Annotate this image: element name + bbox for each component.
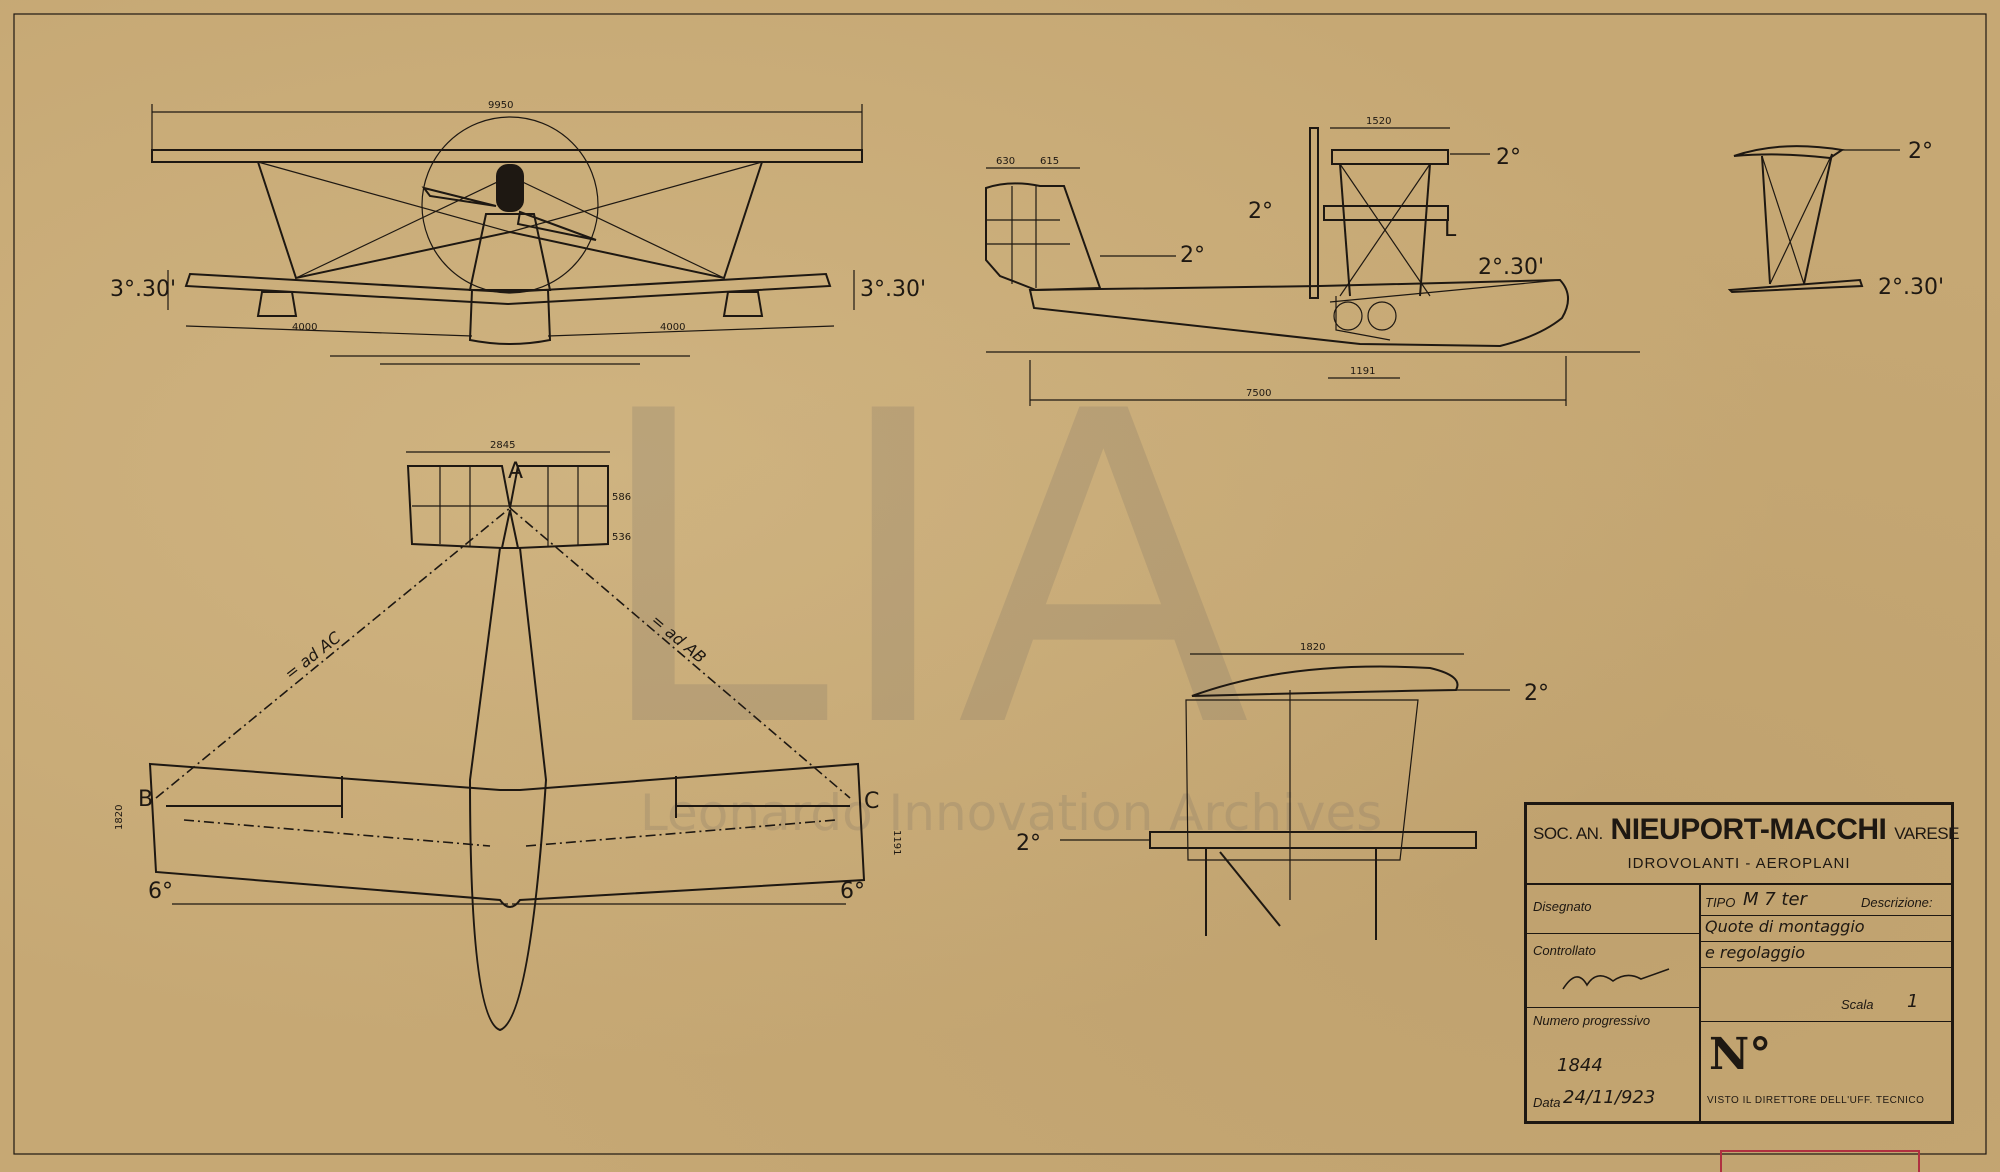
- approval-footer: VISTO IL DIRETTORE DELL'UFF. TECNICO: [1707, 1095, 1925, 1106]
- angle-wing-top: 2°: [1496, 145, 1521, 170]
- angle-tail: 2°: [1180, 243, 1205, 268]
- tailplane: [406, 465, 609, 550]
- label-scale: Scala: [1841, 997, 1874, 1012]
- angle-hull: 2°.30': [1478, 255, 1544, 280]
- title-block-header: SOC. AN. NIEUPORT-MACCHI VARESE IDROVOLA…: [1527, 805, 1959, 885]
- company-city: VARESE: [1894, 824, 1959, 843]
- point-a: A: [508, 459, 523, 484]
- section-view: 1820 2° 2°: [1016, 642, 1549, 940]
- float-right-dimension: 4000: [660, 322, 685, 333]
- engine: [496, 164, 524, 212]
- point-c: C: [864, 789, 879, 814]
- section-wing-profile: [1191, 665, 1459, 697]
- description-line-2: e regolaggio: [1705, 943, 1806, 962]
- section-chord-dimension: 1820: [1300, 642, 1325, 653]
- side-view: 1520 630 615 7500 1191 2° 2° 2° 2°.30' L: [985, 116, 1640, 406]
- number-value: 1844: [1557, 1055, 1603, 1076]
- sheet-border: [13, 13, 1987, 1155]
- label-description: Descrizione:: [1861, 895, 1933, 910]
- propeller-disc: [421, 116, 599, 294]
- float-right: [722, 291, 764, 317]
- watermark-tagline: Leonardo Innovation Archives: [640, 784, 1382, 842]
- engine-mount: [468, 213, 552, 291]
- tail-span-dimension: 2845: [490, 440, 515, 451]
- front-view: 9950 4000 4000 3°.30' 3°.30': [110, 100, 926, 365]
- label-date: Data: [1533, 1095, 1561, 1110]
- dihedral-left: 3°.30': [110, 277, 176, 302]
- tail-dimension-b-plan: 536: [612, 532, 631, 543]
- step-dimension: 1191: [1350, 366, 1375, 377]
- strut-upper-wing: [1733, 145, 1845, 160]
- label-number: Numero progressivo: [1533, 1013, 1651, 1028]
- title-block-left: Disegnato Controllato Numero progressivo…: [1527, 883, 1701, 1121]
- label-type: TIPO: [1705, 895, 1736, 910]
- plan-angle-left: 6°: [148, 879, 173, 904]
- diagonal-ab: [509, 507, 851, 799]
- section-angle-left: 2°: [1016, 831, 1041, 856]
- strut-lower-wing: [1727, 278, 1864, 294]
- scale-value: 1: [1907, 991, 1919, 1012]
- station-label: L: [1444, 217, 1457, 242]
- float-left: [256, 291, 298, 317]
- diagonal-ac-label: = ad AC: [281, 627, 345, 683]
- diagonal-ac: [155, 507, 511, 799]
- watermark: LIA Leonardo Innovation Archives: [590, 322, 1382, 842]
- dihedral-right: 3°.30': [860, 277, 926, 302]
- company-subtitle: IDROVOLANTI - AEROPLANI: [1627, 855, 1851, 872]
- point-b: B: [138, 787, 153, 812]
- span-dimension: 9950: [488, 100, 513, 111]
- plan-angle-right: 6°: [840, 879, 865, 904]
- company-name: NIEUPORT-MACCHI: [1610, 813, 1887, 846]
- title-block: SOC. AN. NIEUPORT-MACCHI VARESE IDROVOLA…: [1524, 802, 1959, 1124]
- watermark-logo: LIA: [590, 322, 1252, 822]
- plan-view: 2845 586 536 A = ad AC = ad AB B C 1820 …: [114, 440, 902, 1032]
- hull-front: [468, 289, 552, 345]
- number-mark: N°: [1709, 1029, 1772, 1080]
- strut-view: 2° 2°.30': [1727, 139, 1944, 300]
- type-value: M 7 ter: [1743, 889, 1807, 910]
- tail-fin: [985, 182, 1102, 292]
- plan-chord-left: 1820: [114, 805, 125, 830]
- strut-angle-bottom: 2°.30': [1878, 275, 1944, 300]
- tail-dimension-a: 630: [996, 156, 1015, 167]
- float-left-dimension: 4000: [292, 322, 317, 333]
- strut-angle-top: 2°: [1908, 139, 1933, 164]
- signature: [1562, 968, 1670, 990]
- length-dimension: 7500: [1246, 388, 1271, 399]
- date-value: 24/11/923: [1563, 1087, 1656, 1108]
- tail-dimension-b: 615: [1040, 156, 1059, 167]
- title-block-right: TIPO M 7 ter Descrizione: Quote di monta…: [1701, 883, 1951, 1121]
- lower-wing-section: [1323, 205, 1449, 221]
- label-checked: Controllato: [1533, 943, 1596, 958]
- side-chord-dimension: 1520: [1366, 116, 1391, 127]
- section-hull-outline: [1185, 699, 1419, 861]
- hull-side: [1028, 278, 1569, 348]
- company-prefix: SOC. AN.: [1533, 824, 1603, 843]
- upper-wing: [151, 149, 863, 163]
- description-line-1: Quote di montaggio: [1705, 917, 1865, 936]
- upper-wing-section: [1331, 149, 1449, 165]
- tail-dimension-a-plan: 586: [612, 492, 631, 503]
- section-angle-right: 2°: [1524, 681, 1549, 706]
- lower-wing-plan: [148, 762, 866, 908]
- angle-side-left: 2°: [1248, 199, 1273, 224]
- lower-wing: [184, 272, 832, 306]
- propeller-side: [1309, 127, 1319, 299]
- plan-chord-right: 1191: [891, 830, 902, 855]
- label-designed: Disegnato: [1533, 899, 1592, 914]
- company-line: SOC. AN. NIEUPORT-MACCHI VARESE: [1533, 813, 1959, 847]
- propeller-blades: [421, 186, 597, 241]
- red-stamp: [1720, 1150, 1920, 1172]
